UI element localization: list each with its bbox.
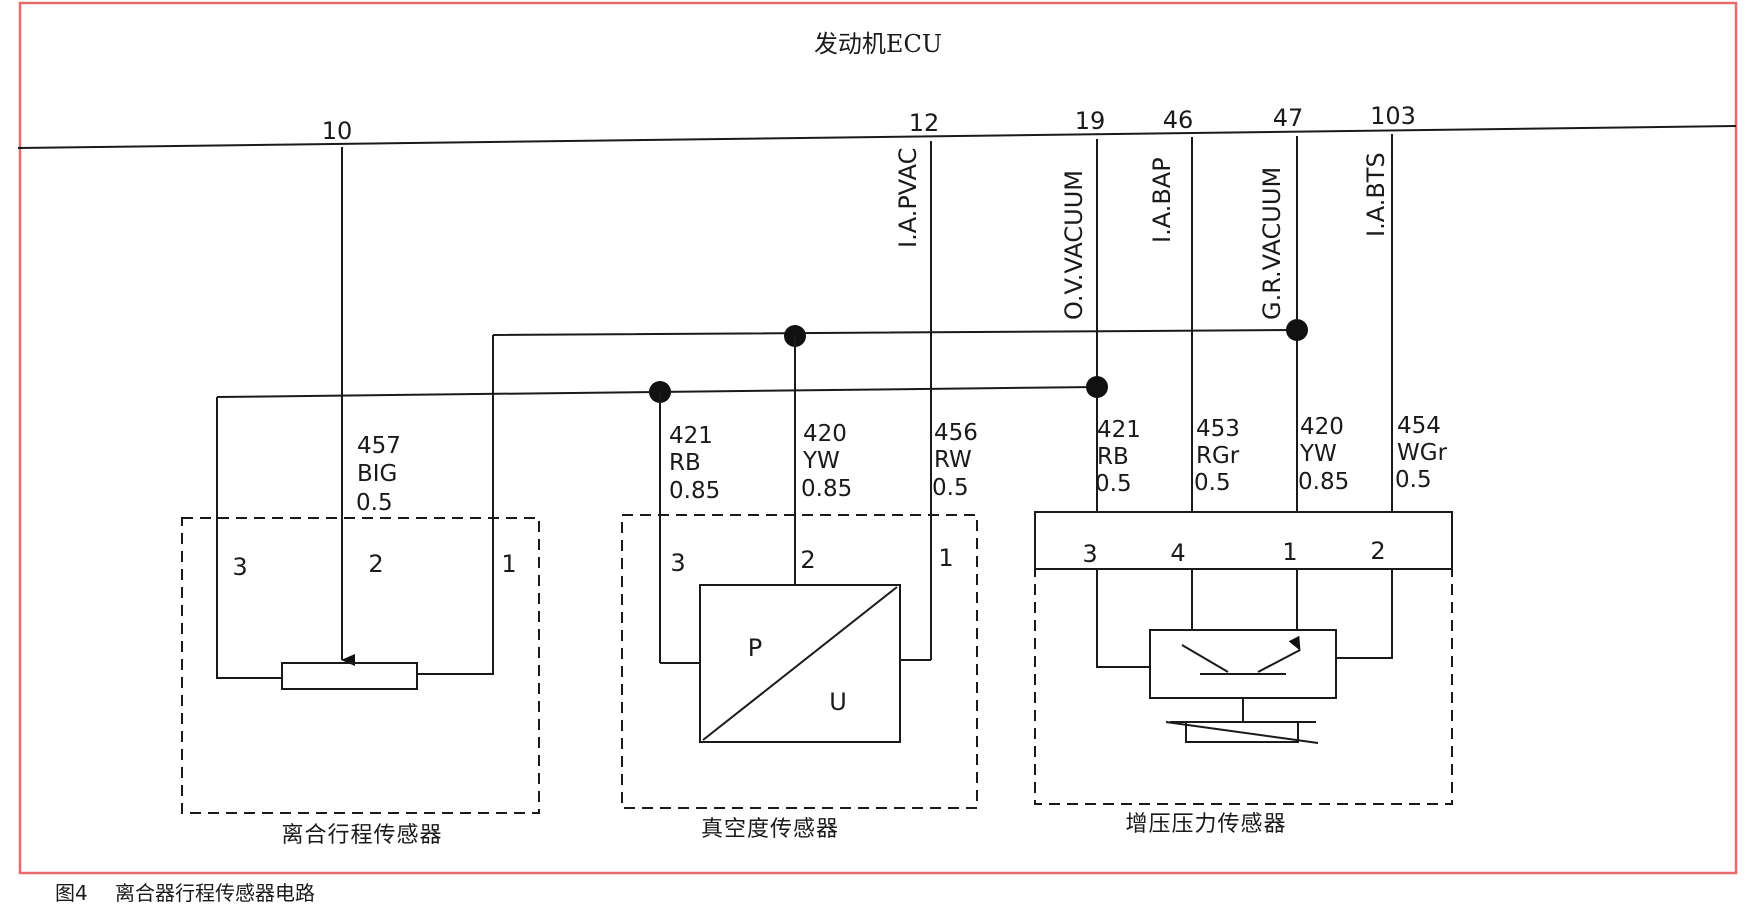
boost-pin-2: 2 (1370, 537, 1385, 565)
transducer-u-label: U (829, 688, 847, 716)
pressure-transducer (699, 584, 901, 743)
clutch-sensor-box (181, 517, 540, 814)
wire-420a-color: YW (802, 448, 840, 474)
clutch-sensor-label: 离合行程传感器 (281, 823, 442, 848)
wire-457-gauge: 0.5 (356, 490, 393, 516)
figure-caption: 离合器行程传感器电路 (115, 881, 315, 905)
wire-420a-number: 420 (803, 421, 847, 447)
wire-457-color: BIG (357, 461, 397, 487)
bus-upper (420, 329, 1298, 675)
transducer-p-label: P (748, 634, 762, 662)
wire-420a-gauge: 0.85 (801, 476, 852, 502)
wire-456-number: 456 (934, 420, 978, 446)
wire-454-number: 454 (1397, 413, 1441, 439)
clutch-pin-1: 1 (501, 550, 516, 578)
ecu-pin-19: 19 (1075, 107, 1106, 135)
ecu-title: 发动机ECU (814, 30, 942, 58)
vacuum-pin-2: 2 (800, 546, 815, 574)
ecu-pin-47: 47 (1273, 104, 1304, 132)
diagram-frame (18, 1, 1738, 875)
wire-421a-gauge: 0.85 (669, 478, 720, 504)
junction-dot (1086, 376, 1108, 398)
wire-456-color: RW (934, 447, 972, 473)
signal-o-v-vacuum: O.V.VACUUM (1060, 170, 1088, 320)
boost-int-2 (1336, 569, 1393, 659)
potentiometer-resistor (281, 662, 418, 690)
wire-420b-color: YW (1299, 441, 1337, 467)
wire-454-color: WGr (1397, 440, 1448, 466)
wire-453-gauge: 0.5 (1194, 470, 1231, 496)
boost-pin-3: 3 (1082, 540, 1097, 568)
element-diaphragm (1185, 721, 1299, 743)
wire-421b-gauge: 0.5 (1095, 471, 1132, 497)
ecu-pin-10: 10 (322, 117, 353, 145)
wire-421b-number: 421 (1097, 417, 1141, 443)
ecu-pin-46: 46 (1163, 106, 1194, 134)
wire-421a-color: RB (669, 450, 701, 476)
vacuum-sensor-label: 真空度传感器 (701, 817, 839, 842)
clutch-pin3-wire (216, 397, 282, 679)
vacuum-pin-1: 1 (938, 544, 953, 572)
wire-420b-number: 420 (1300, 414, 1344, 440)
element-arm-left (1181, 644, 1229, 673)
junction-dot (1286, 319, 1308, 341)
signal-i-a-bts: I.A.BTS (1362, 152, 1390, 237)
wire-453-color: RGr (1196, 443, 1240, 469)
signal-g-r-vacuum: G.R.VACUUM (1258, 167, 1286, 320)
element-arm-right (1257, 635, 1301, 673)
transducer-diagonal (702, 586, 898, 741)
ecu-bus-line (17, 125, 1737, 149)
wire-457-number: 457 (357, 433, 401, 459)
wire-454-gauge: 0.5 (1395, 467, 1432, 493)
boost-pin-4: 4 (1170, 539, 1185, 567)
wire-421a-number: 421 (669, 423, 713, 449)
boost-int-3 (1096, 569, 1150, 668)
vacuum-pin-3: 3 (670, 549, 685, 577)
pressure-element (1149, 629, 1337, 699)
ecu-pin-12: 12 (909, 109, 940, 137)
ecu-pin-103: 103 (1370, 102, 1416, 130)
wire-453-number: 453 (1196, 416, 1240, 442)
wire-420b-gauge: 0.85 (1298, 469, 1349, 495)
signal-i-a-bap: I.A.BAP (1148, 157, 1176, 243)
clutch-pin-2: 2 (368, 550, 383, 578)
boost-sensor-box (1034, 568, 1453, 805)
wire-421b-color: RB (1097, 444, 1129, 470)
diaphragm-slope (1165, 721, 1319, 744)
wire-456-gauge: 0.5 (932, 475, 969, 501)
signal-i-a-pvac: I.A.PVAC (894, 148, 922, 248)
figure-number: 图4 (55, 881, 88, 905)
boost-pin-1: 1 (1282, 538, 1297, 566)
boost-sensor-label: 增压压力传感器 (1125, 812, 1286, 837)
clutch-pin-3: 3 (232, 553, 247, 581)
